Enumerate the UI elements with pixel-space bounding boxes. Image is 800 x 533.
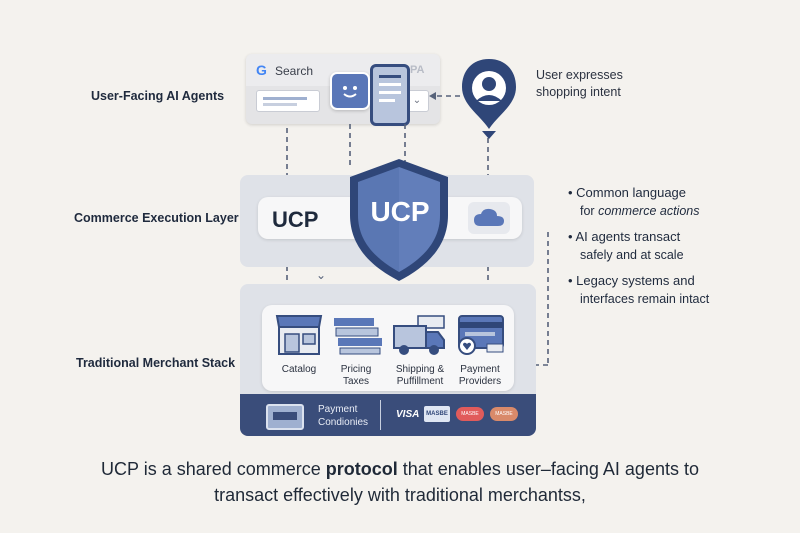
tile-payment-line1: Payment	[460, 364, 500, 375]
tile-catalog-line1: Catalog	[281, 364, 317, 375]
bullet-common-language: • Common language for commerce actions	[568, 185, 700, 218]
caption: UCP is a shared commerce protocol that e…	[0, 456, 800, 508]
user-note-line2: shopping intent	[536, 85, 621, 99]
bullet-3-line2: interfaces remain intact	[580, 292, 710, 306]
phone-icon	[370, 64, 410, 126]
bullet-2-line2: safely and at scale	[580, 248, 684, 262]
tile-payment-line2: Providers	[458, 376, 502, 387]
search-label[interactable]: Search	[275, 64, 314, 78]
brand-logo-1: MASBE	[424, 406, 450, 422]
bullet-1-line2-em: commerce actions	[598, 204, 700, 218]
tile-label-catalog: Catalog	[264, 364, 334, 376]
layer-label-agents: User-Facing AI Agents	[91, 89, 225, 103]
brand-logo-2: MASBE	[456, 407, 484, 421]
chat-bot-icon	[330, 72, 370, 110]
results-box	[256, 90, 320, 112]
tile-shipping-line1: Shipping &	[395, 364, 445, 375]
tile-label-shipping: Shipping & Puffillment	[385, 364, 455, 388]
ucp-shield-icon	[350, 159, 448, 281]
layer-label-execution: Commerce Execution Layer	[74, 211, 239, 225]
google-g-icon: G	[256, 62, 267, 78]
payment-conditions: Payment Condionies	[318, 403, 368, 429]
card-reader-icon	[266, 404, 304, 430]
tile-pricing-line2: Taxes	[342, 376, 370, 387]
chevron-down-icon: ⌄	[316, 268, 327, 282]
bullet-1-line1: Common language	[576, 185, 687, 200]
layer-label-merchant: Traditional Merchant Stack	[76, 356, 236, 370]
caption-bold-protocol: protocol	[325, 459, 398, 479]
bullet-2-line1: AI agents transact	[575, 229, 681, 244]
tile-label-payment: Payment Providers	[445, 364, 515, 388]
truck-icon	[393, 315, 445, 355]
user-note-line1: User expresses	[536, 68, 623, 82]
bullet-legacy-systems: • Legacy systems and interfaces remain i…	[568, 271, 709, 309]
storefront-icon	[275, 315, 323, 355]
caption-part-a: UCP is a shared commerce	[101, 459, 326, 479]
payment-conditions-line1: Payment	[318, 404, 358, 415]
cloud-icon	[474, 208, 504, 226]
tile-shipping-line2: Puffillment	[396, 376, 444, 387]
cloud-tile	[468, 202, 510, 234]
ucp-text: UCP	[272, 207, 319, 232]
shield-ucp-text: UCP	[370, 196, 430, 227]
payment-conditions-line2: Condionies	[318, 417, 369, 428]
payment-card-icon	[458, 315, 504, 355]
tile-label-pricing: Pricing Taxes	[321, 364, 391, 388]
divider	[380, 400, 381, 430]
payment-bar: Payment Condionies VISA MASBE MASBE MASB…	[240, 394, 536, 436]
brand-logo-3: MASBE	[490, 407, 518, 421]
user-pin-icon	[462, 59, 516, 139]
caption-line2: transact effectively with traditional me…	[214, 485, 586, 505]
search-tag: PA	[410, 64, 425, 76]
pricing-stack-icon	[334, 318, 382, 355]
bullet-1-line2: for	[580, 204, 599, 218]
tile-pricing-line1: Pricing	[340, 364, 372, 375]
bullet-3-line1: Legacy systems and	[576, 273, 695, 288]
bullet-ai-agents: • AI agents transact safely and at scale	[568, 227, 684, 265]
caption-line1: UCP is a shared commerce protocol that e…	[0, 456, 800, 482]
visa-logo: VISA	[396, 409, 420, 420]
user-note: User expresses shopping intent	[536, 67, 623, 101]
caption-part-c: that enables user–facing AI agents to	[397, 459, 699, 479]
